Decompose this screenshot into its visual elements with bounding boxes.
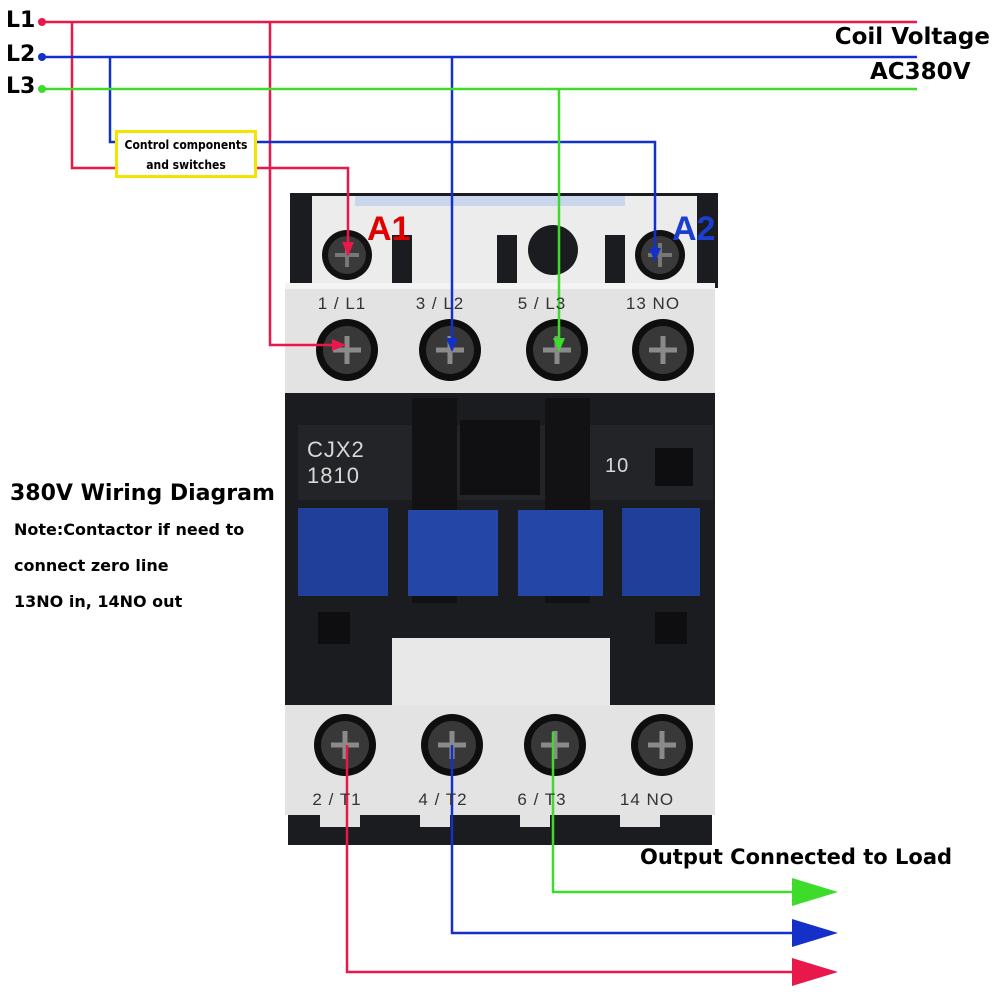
- terminal-label-13-no: 13 NO: [625, 294, 681, 313]
- label-l1: L1: [6, 8, 36, 33]
- wire-control-to-a2: [257, 140, 657, 260]
- note-line1: Note:Contactor if need to: [14, 520, 245, 539]
- arrow-to-terminal-5-icon: [553, 338, 565, 352]
- label-l2: L2: [6, 42, 36, 67]
- l3-terminal-dot: [38, 85, 46, 93]
- coil-terminal-a2-label: A2: [672, 210, 716, 248]
- note-line2: connect zero line: [14, 556, 169, 575]
- arrow-to-terminal-3-icon: [446, 338, 458, 352]
- coil-voltage-title: Coil Voltage: [834, 24, 990, 50]
- terminal-screw-6-t3: [524, 714, 586, 776]
- model-line2: 1810: [307, 463, 360, 488]
- terminal-label-6-t3: 6 / T3: [517, 790, 567, 809]
- l2-terminal-dot: [38, 53, 46, 61]
- wire-l2-to-control: [108, 57, 115, 144]
- arrow-to-a2-icon: [649, 248, 661, 262]
- terminal-screw-3-l2: [419, 319, 481, 381]
- aux-contact-code: 10: [605, 455, 630, 477]
- coil-voltage-value: AC380V: [870, 59, 971, 85]
- terminal-label-3-l2: 3 / L2: [415, 294, 465, 313]
- wire-output-t1: [345, 745, 795, 974]
- note-line3: 13NO in, 14NO out: [14, 592, 183, 611]
- terminal-screw-5-l3: [526, 319, 588, 381]
- arrow-to-terminal-1-icon: [332, 339, 346, 351]
- output-arrow-t3-icon: [792, 878, 838, 906]
- diagram-heading: 380V Wiring Diagram: [10, 481, 275, 506]
- terminal-screw-2-t1: [314, 714, 376, 776]
- label-l3: L3: [6, 74, 36, 99]
- control-components-box: Control components and switches: [115, 130, 257, 178]
- terminal-screw-1-l1: [316, 319, 378, 381]
- terminal-label-5-l3: 5 / L3: [517, 294, 567, 313]
- wire-l1-to-terminal-1: [268, 22, 345, 347]
- terminal-screw-13-no: [632, 319, 694, 381]
- output-arrow-t2-icon: [792, 919, 838, 947]
- arrow-to-a1-icon: [342, 242, 354, 256]
- label-plate: [392, 638, 610, 710]
- wire-control-to-a1: [257, 166, 350, 255]
- contactor: [285, 193, 718, 845]
- coil-terminal-a1-label: A1: [367, 210, 411, 248]
- control-box-line2: and switches: [146, 158, 226, 172]
- l1-terminal-dot: [38, 18, 46, 26]
- indicator-window-2: [408, 510, 498, 596]
- terminal-label-14-no: 14 NO: [619, 790, 675, 809]
- indicator-window-3: [518, 510, 603, 596]
- terminal-label-1-l1: 1 / L1: [317, 294, 367, 313]
- terminal-label-2-t1: 2 / T1: [312, 790, 362, 809]
- wire-output-t3: [551, 732, 795, 894]
- wire-l1-to-control: [70, 22, 115, 170]
- model-line1: CJX2: [307, 437, 365, 462]
- terminal-screw-14-no: [631, 714, 693, 776]
- a2-screw: [635, 230, 685, 280]
- control-box-line1: Control components: [124, 138, 248, 152]
- indicator-window-4: [622, 508, 700, 596]
- output-arrow-t1-icon: [792, 958, 838, 986]
- terminal-label-4-t2: 4 / T2: [418, 790, 468, 809]
- output-label: Output Connected to Load: [640, 845, 953, 869]
- wire-output-t2: [450, 745, 795, 935]
- indicator-window-1: [298, 508, 388, 596]
